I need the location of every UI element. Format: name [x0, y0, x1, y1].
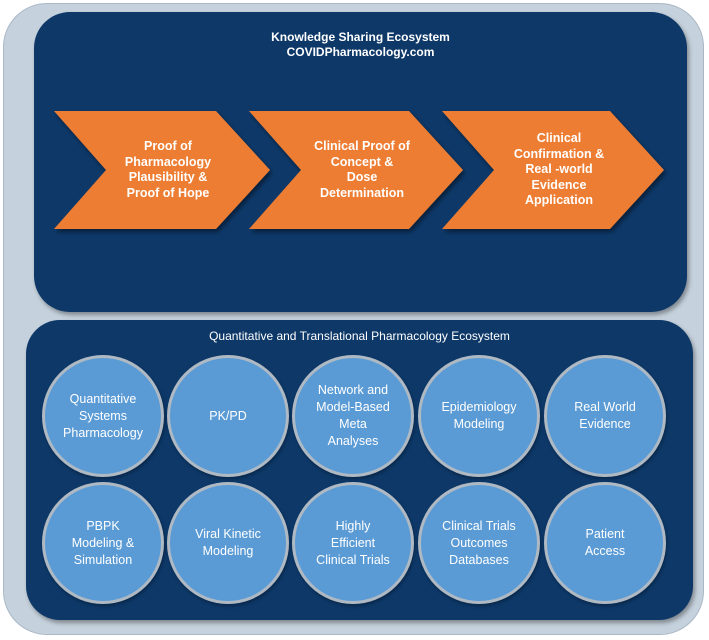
stage-clinical-proof-of-concept-label: Clinical Proof of Concept & Dose Determi… [314, 139, 410, 200]
circle-highly-efficient-clinical-trials: Highly Efficient Clinical Trials [292, 482, 414, 604]
circle-viral-kinetic-modeling-label: Viral Kinetic Modeling [195, 527, 261, 558]
stage-clinical-proof-of-concept-chevron [249, 111, 463, 229]
circle-clinical-trials-outcomes-databases-label: Clinical Trials Outcomes Databases [442, 518, 516, 567]
knowledge-sharing-title: Knowledge Sharing Ecosystem COVIDPharmac… [34, 30, 687, 60]
circle-patient-access-label: Patient Access [584, 527, 626, 558]
circle-pk-pd-label: PK/PD [209, 408, 247, 423]
circle-network-meta-analyses: Network and Model-Based Meta Analyses [292, 355, 414, 477]
circle-epidemiology-modeling: Epidemiology Modeling [418, 355, 540, 477]
circle-epidemiology-modeling-label: Epidemiology Modeling [441, 400, 517, 431]
circle-network-meta-analyses-label: Network and Model-Based Meta Analyses [316, 383, 390, 448]
knowledge-sharing-title-line1: Knowledge Sharing Ecosystem [271, 30, 450, 44]
stage-clinical-confirmation-label: Clinical Confirmation & Real -world Evid… [513, 131, 605, 208]
circle-pbpk-modeling: PBPK Modeling & Simulation [42, 482, 164, 604]
circle-real-world-evidence: Real World Evidence [544, 355, 666, 477]
knowledge-sharing-panel: Knowledge Sharing Ecosystem COVIDPharmac… [34, 12, 687, 312]
circle-quantitative-systems-pharmacology-label: Quantitative Systems Pharmacology [63, 391, 143, 440]
stage-proof-of-pharmacology-chevron [54, 111, 270, 229]
circle-highly-efficient-clinical-trials-label: Highly Efficient Clinical Trials [316, 518, 390, 567]
knowledge-sharing-title-line2: COVIDPharmacology.com [286, 45, 435, 59]
circle-clinical-trials-outcomes-databases: Clinical Trials Outcomes Databases [418, 482, 540, 604]
stage-clinical-confirmation-chevron [442, 111, 664, 229]
stage-chevrons [54, 111, 664, 229]
circle-patient-access: Patient Access [544, 482, 666, 604]
circle-quantitative-systems-pharmacology: Quantitative Systems Pharmacology [42, 355, 164, 477]
circle-real-world-evidence-label: Real World Evidence [574, 400, 636, 431]
quantitative-pharmacology-title: Quantitative and Translational Pharmacol… [209, 329, 510, 343]
circle-viral-kinetic-modeling: Viral Kinetic Modeling [167, 482, 289, 604]
circle-pk-pd: PK/PD [167, 355, 289, 477]
circle-pbpk-modeling-label: PBPK Modeling & Simulation [71, 518, 135, 567]
stage-proof-of-pharmacology-label: Proof of Pharmacology Plausibility & Pro… [124, 139, 212, 200]
